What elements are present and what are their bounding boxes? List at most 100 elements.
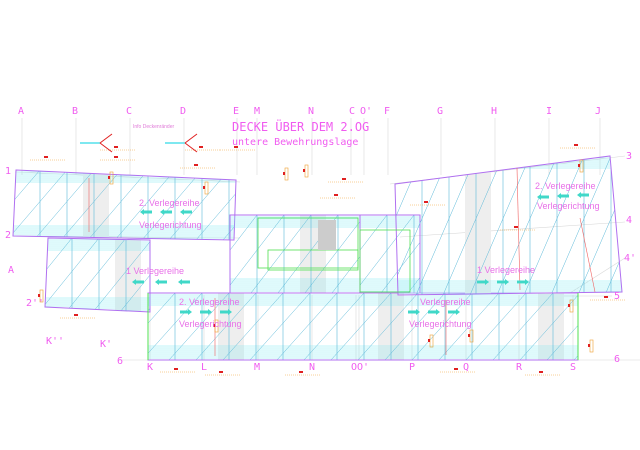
grid-label-top: G xyxy=(437,106,443,117)
slab-outline xyxy=(394,155,623,296)
diagonal-line xyxy=(577,156,622,295)
grid-label-left: K' xyxy=(100,339,112,350)
dimension-marker xyxy=(174,368,178,370)
slab-group xyxy=(45,238,150,312)
arrow-right-icon xyxy=(428,309,440,315)
arrow-left-icon xyxy=(155,279,167,285)
grid-label-right: 4 xyxy=(626,215,632,226)
grid-labels-left: 1 2 A 2'' K'' K' 6 xyxy=(5,166,123,367)
slab-label: 2. Verlegereihe xyxy=(535,181,596,191)
grid-label-left: K'' xyxy=(46,336,64,347)
dimension-tick xyxy=(569,299,574,313)
slab-label: 2. Verlegereihe xyxy=(139,198,200,208)
grid-label-top: F xyxy=(384,106,390,117)
dimension-marker xyxy=(108,176,110,179)
grid-labels-right: 3 4 4' 5 6 xyxy=(614,151,636,365)
grid-label-right: 5 xyxy=(614,291,620,302)
slab-group xyxy=(230,215,360,293)
grid-label-top: I xyxy=(546,106,552,117)
grid-label-top: C xyxy=(349,106,355,117)
dimension-marker xyxy=(539,371,543,373)
grid-labels-bottom: K L M N OO' P Q R S xyxy=(147,362,576,373)
grid-label-right: 3 xyxy=(626,151,632,162)
info-deckenraender-label: Info Deckenränder xyxy=(133,124,174,130)
grid-label-bottom: N xyxy=(309,362,315,373)
diagonal-line xyxy=(222,293,284,360)
diagonal-line xyxy=(45,238,100,312)
slabs xyxy=(12,155,623,361)
detail-leader xyxy=(184,142,198,153)
core-outline xyxy=(359,229,411,293)
grid-label-bottom: OO' xyxy=(351,362,369,373)
dimension-marker xyxy=(74,314,78,316)
dimension-tick xyxy=(284,167,289,181)
diagonal-line xyxy=(492,293,554,360)
dimension-marker xyxy=(578,164,580,167)
diagonal-line xyxy=(546,293,578,360)
diagonal-line xyxy=(250,215,312,293)
slab-labels: 2. Verlegereihe Verlegerichtung 1 Verleg… xyxy=(126,181,600,329)
dimension-tick xyxy=(589,339,594,353)
diagonal-line xyxy=(141,170,203,240)
slab-label: 2. Verlegereihe xyxy=(179,297,240,307)
grid-label-left: 1 xyxy=(5,166,11,177)
slab-label: Verlegerichtung xyxy=(139,220,202,230)
grid-label-bottom: L xyxy=(201,362,207,373)
arrow-right-icon xyxy=(180,309,192,315)
slab-outline xyxy=(229,214,361,294)
stair-shaft xyxy=(318,220,336,250)
diagonal-line xyxy=(13,170,68,240)
laying-direction-arrows xyxy=(132,192,589,315)
dimension-marker xyxy=(234,146,238,148)
dimension-marker xyxy=(114,156,118,158)
diagonal-line xyxy=(438,293,500,360)
grid-label-bottom: P xyxy=(409,362,415,373)
detail-leader xyxy=(99,142,113,153)
grid-label-bottom: Q xyxy=(463,362,469,373)
dimension-marker xyxy=(574,144,578,146)
grid-label-left: 2'' xyxy=(26,298,44,309)
diagonal-line xyxy=(13,170,41,240)
diagonal-line xyxy=(168,293,230,360)
slab-label: 1 Verlegereihe xyxy=(126,266,184,276)
grid-label-top: A xyxy=(18,106,24,117)
diagonal-line xyxy=(195,170,236,240)
diagonal-line xyxy=(249,293,311,360)
grid-label-bottom: S xyxy=(570,362,576,373)
dimension-marker xyxy=(38,294,40,297)
diagonal-line xyxy=(384,293,446,360)
diagonal-line xyxy=(230,215,258,293)
diagonal-line xyxy=(195,293,257,360)
dimension-marker xyxy=(44,156,48,158)
diagonal-line xyxy=(119,238,150,312)
grid-line xyxy=(569,257,626,294)
core-outline xyxy=(267,249,359,271)
diagonal-line xyxy=(442,156,504,295)
dimension-marker xyxy=(303,169,305,172)
dimension-marker xyxy=(334,194,338,196)
grid-label-top: B xyxy=(72,106,78,117)
diagonal-line xyxy=(360,215,388,293)
grid-label-top: N xyxy=(308,106,314,117)
grid-label-top: D xyxy=(180,106,186,117)
filler-zone xyxy=(115,238,141,312)
diagonal-line xyxy=(60,170,122,240)
slab-label: Verlegerichtung xyxy=(409,319,472,329)
diagonal-line xyxy=(395,156,423,295)
support-line xyxy=(579,217,596,293)
diagonal-line xyxy=(411,293,473,360)
diagonal-line xyxy=(415,156,477,295)
diagonal-line xyxy=(357,293,419,360)
dimension-marker xyxy=(114,146,118,148)
grid-label-top: O' xyxy=(360,106,372,117)
arrow-left-icon xyxy=(180,209,192,215)
dimension-marker xyxy=(588,344,590,347)
grid-label-top: J xyxy=(595,106,601,117)
dimension-marker xyxy=(342,178,346,180)
slab-group xyxy=(395,156,622,295)
diagonal-line xyxy=(65,238,127,312)
slab-outline xyxy=(12,169,237,241)
diagonal-line xyxy=(465,293,527,360)
support-line xyxy=(516,167,521,291)
